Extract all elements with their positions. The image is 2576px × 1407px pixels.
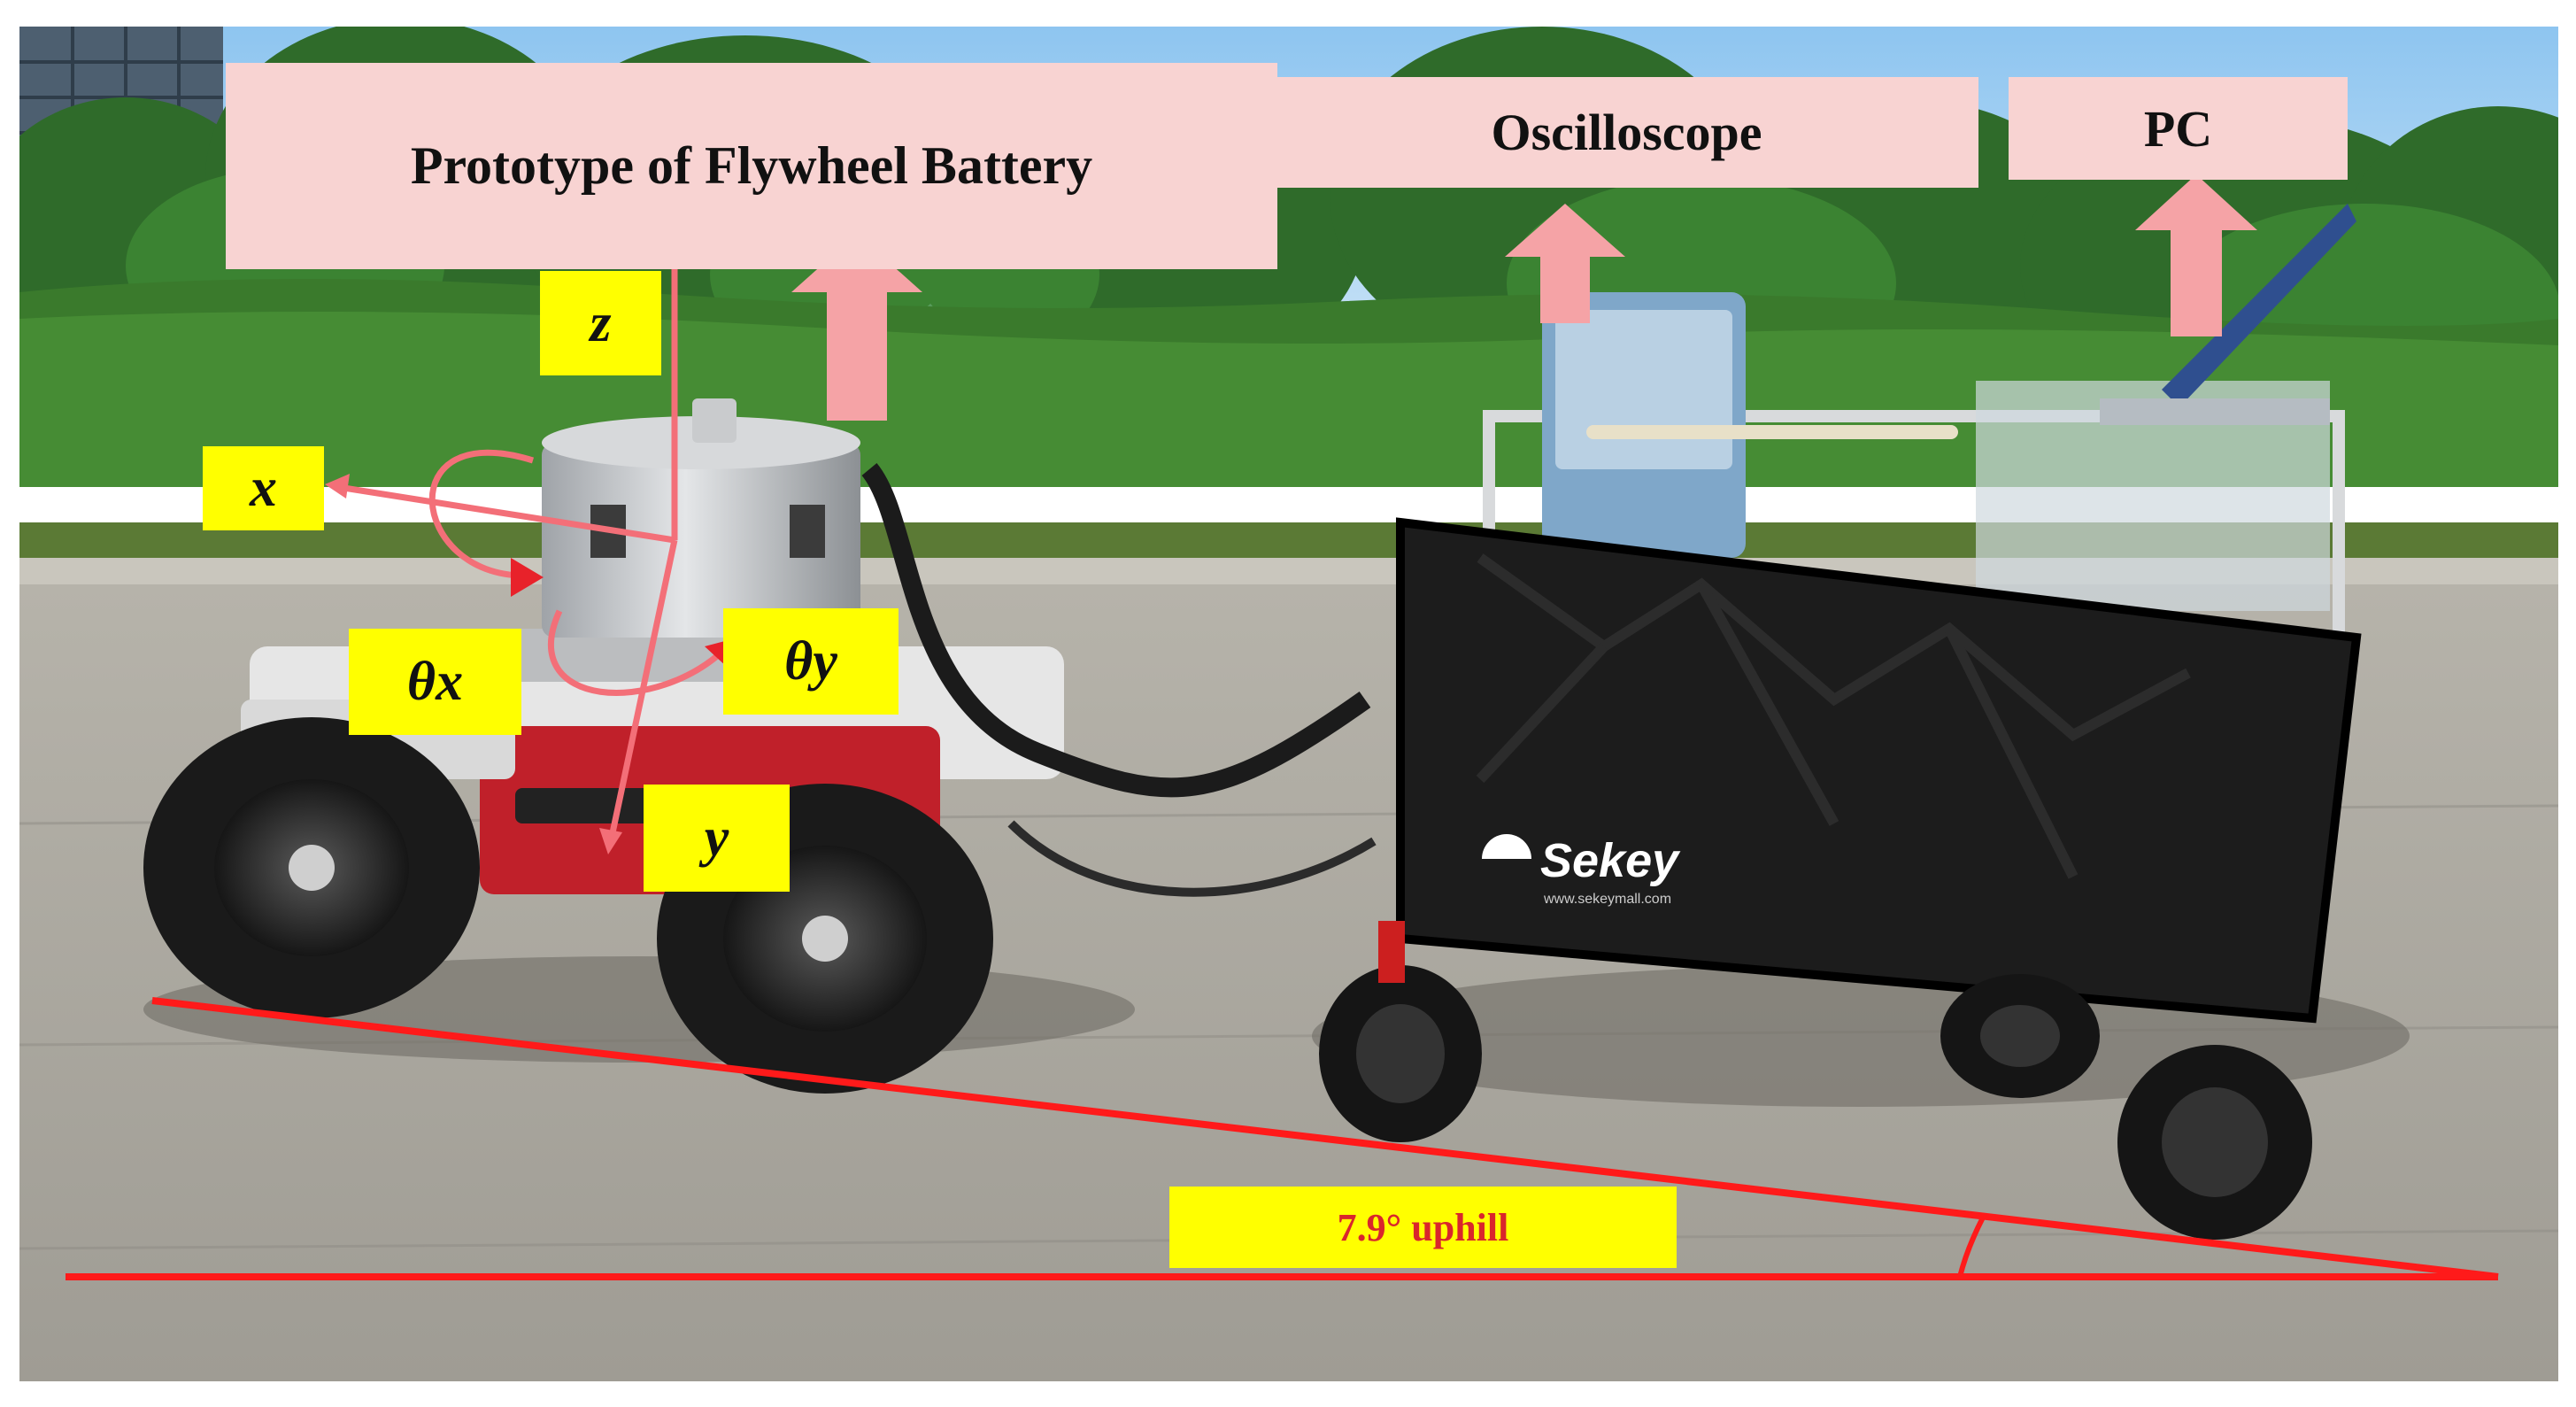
- photo-scene: Sekey www.sekeymall.com: [19, 27, 2558, 1381]
- label-oscilloscope: Oscilloscope: [1275, 77, 1978, 188]
- laptop: [2162, 204, 2356, 407]
- pointer-arrows: [791, 174, 2257, 421]
- label-theta-y: θy: [723, 608, 899, 715]
- cart-wheel-mid: [1940, 974, 2100, 1098]
- label-theta-x: θx: [349, 629, 521, 735]
- arrow-oscilloscope: [1540, 257, 1590, 323]
- label-pc: PC: [2009, 77, 2348, 180]
- robot-vehicle: [143, 398, 1377, 1094]
- label-slope: 7.9° uphill: [1169, 1187, 1677, 1268]
- robot-wheel-rear: [143, 717, 480, 1018]
- flywheel-battery: [542, 443, 860, 638]
- arrow-pc: [2171, 230, 2222, 336]
- cart-wheel-front: [1319, 965, 1482, 1142]
- arrow-prototype: [827, 292, 887, 421]
- cart-bag: [1400, 522, 2356, 1018]
- cart-wheel-rear: [2117, 1045, 2312, 1240]
- rotation-arrow-x: [511, 558, 544, 597]
- slope-lines: [66, 997, 2499, 1280]
- cart-logo-text: Sekey: [1540, 834, 1681, 887]
- label-axis-z: z: [540, 271, 661, 375]
- wagon-cart: Sekey www.sekeymall.com: [1319, 204, 2362, 1240]
- label-axis-y: y: [644, 785, 790, 892]
- label-axis-x: x: [203, 446, 324, 530]
- label-prototype: Prototype of Flywheel Battery: [226, 63, 1277, 269]
- cart-logo-url: www.sekeymall.com: [1543, 892, 1671, 907]
